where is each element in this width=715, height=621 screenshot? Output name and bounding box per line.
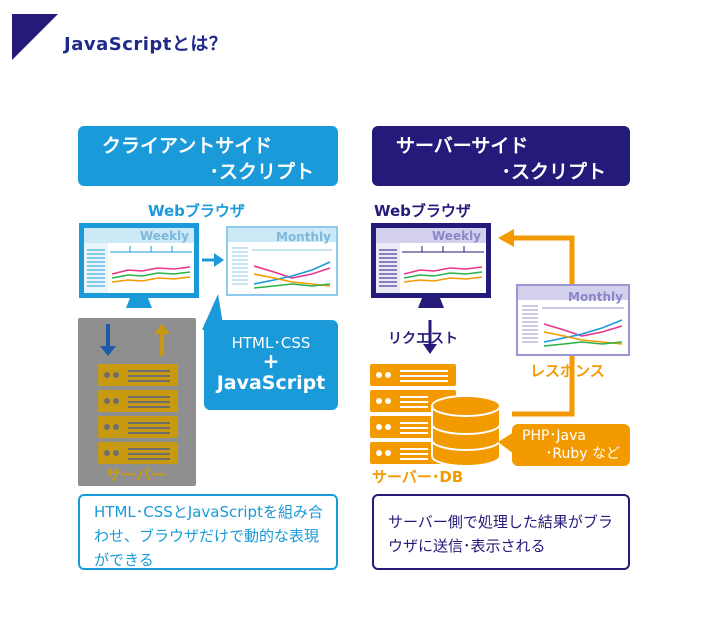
server-side-banner: サーバーサイド ･スクリプト [372, 126, 630, 186]
client-weekly-label: Weekly [140, 229, 190, 243]
client-code-line2: JavaScript [216, 372, 326, 394]
client-monitor [79, 223, 199, 308]
page-title: JavaScriptとは？ [64, 34, 228, 55]
corner-triangle-decoration [12, 14, 58, 60]
client-code-callout: HTML･CSS + JavaScript [204, 320, 338, 410]
server-weekly-label: Weekly [432, 229, 482, 243]
client-monthly-label: Monthly [276, 230, 331, 244]
client-server-icon [98, 324, 178, 464]
client-monthly-page [226, 226, 338, 296]
client-banner-line1: クライアントサイド [102, 135, 273, 157]
lang-callout-pointer [498, 432, 514, 454]
server-browser-label: Webブラウザ [374, 202, 471, 220]
client-side-banner: クライアントサイド ･スクリプト [78, 126, 338, 186]
server-description-box: サーバー側で処理した結果がブラウザに送信･表示される [372, 494, 630, 570]
request-arrow-icon [423, 320, 437, 354]
lang-line2: ･Ruby など [545, 446, 620, 462]
server-db-icon [370, 364, 501, 467]
client-description-box: HTML･CSSとJavaScriptを組み合わせ、ブラウザだけで動的な表現がで… [78, 494, 338, 570]
server-banner-line1: サーバーサイド [396, 135, 529, 157]
server-db-label: サーバー･DB [372, 468, 464, 486]
server-monthly-page [516, 284, 630, 356]
client-banner-line2: ･スクリプト [209, 161, 314, 183]
server-description-text: サーバー側で処理した結果がブラウザに送信･表示される [388, 513, 613, 555]
client-arrow-right-icon [202, 253, 224, 267]
client-server-label: サーバー [106, 466, 166, 484]
request-label: リクエスト [388, 331, 458, 347]
client-description-text: HTML･CSSとJavaScriptを組み合わせ、ブラウザだけで動的な表現がで… [94, 503, 323, 569]
lang-callout: PHP･Java ･Ruby など [512, 424, 630, 466]
lang-line1: PHP･Java [522, 428, 586, 444]
client-code-plus: + [262, 349, 280, 373]
server-banner-line2: ･スクリプト [501, 161, 606, 183]
response-label: レスポンス [530, 362, 605, 380]
server-monthly-label: Monthly [568, 290, 623, 304]
server-monitor [371, 223, 491, 308]
client-code-line1: HTML･CSS [231, 334, 311, 352]
client-browser-label: Webブラウザ [148, 202, 245, 220]
